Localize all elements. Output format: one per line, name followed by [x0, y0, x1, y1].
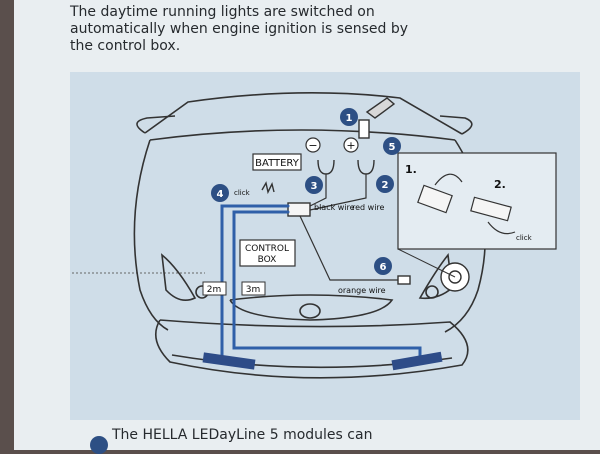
inset-step-1: 1. [405, 163, 417, 176]
orange-wire-connector [397, 275, 411, 285]
wire-to-right-drl [232, 210, 422, 360]
left-body-side [133, 139, 169, 331]
left-mirror [136, 115, 176, 134]
step-1-number: 1 [346, 113, 353, 124]
hood-outline [149, 129, 456, 141]
step-badge-2: 2 [376, 175, 394, 193]
control-box-label-line2: BOX [258, 255, 277, 265]
wire-to-left-drl [220, 204, 290, 362]
black-wire [309, 174, 327, 207]
emblem [299, 303, 321, 319]
intro-paragraph: The daytime running lights are switched … [70, 4, 408, 54]
control-box-label-box [239, 239, 296, 267]
inset-fog-lamp-inner [448, 270, 462, 284]
cable-3m-label: 3m [246, 285, 261, 295]
battery-minus-sign: − [308, 139, 317, 152]
battery-terminal-left [317, 159, 335, 175]
step-6-number: 6 [380, 262, 387, 273]
right-fog-light [425, 285, 439, 299]
control-box [287, 202, 311, 217]
fuse-holder [358, 119, 370, 139]
right-drl-module [391, 351, 443, 371]
right-headlight [418, 253, 453, 300]
inset-connector-open [417, 184, 453, 214]
click-label-left: click [234, 189, 251, 197]
step-badge-6: 6 [374, 257, 392, 275]
cable-3m-tag [241, 281, 266, 296]
left-headlight [160, 253, 197, 301]
battery-terminal-right [357, 159, 375, 175]
battery-label-box [252, 153, 302, 171]
left-drl-module [202, 352, 256, 370]
footer-paragraph: The HELLA LEDayLine 5 modules can [112, 427, 373, 443]
inset-arrow [434, 173, 463, 186]
step-3-number: 3 [311, 181, 318, 192]
click-spark-left [261, 181, 275, 195]
inset-connectors [417, 173, 516, 235]
step-5-number: 5 [389, 142, 396, 153]
step-badge-4: 4 [211, 184, 229, 202]
red-wire-label: red wire [352, 203, 385, 212]
footer-bullet-icon [90, 436, 108, 454]
inset-pointer-line [397, 248, 456, 278]
inset-hand [487, 221, 516, 235]
step-badge-1: 1 [340, 108, 358, 126]
inset-step-2: 2. [494, 178, 506, 191]
black-wire-label: black wire [314, 203, 355, 212]
cable-2m-label: 2m [207, 285, 222, 295]
orange-wire-label: orange wire [338, 286, 386, 295]
battery-minus-terminal [305, 137, 321, 153]
inset-connector-closed [470, 196, 512, 222]
control-box-label-line1: CONTROL [245, 244, 289, 254]
red-wire [309, 174, 367, 211]
wires [220, 174, 422, 362]
step-2-number: 2 [382, 180, 389, 191]
step-badge-3: 3 [305, 176, 323, 194]
right-mirror [439, 115, 473, 135]
cable-2m-tag [202, 281, 227, 296]
windshield [144, 92, 463, 135]
step-badge-5: 5 [383, 137, 401, 155]
click-label-inset: click [516, 234, 533, 242]
battery-plus-terminal [343, 137, 359, 153]
grille [229, 294, 394, 321]
ignition-key [365, 97, 396, 119]
battery-plus-sign: + [346, 139, 355, 152]
front-bumper [154, 319, 469, 379]
orange-wire [299, 215, 399, 281]
step-4-number: 4 [217, 189, 224, 200]
battery-label: BATTERY [255, 158, 300, 169]
